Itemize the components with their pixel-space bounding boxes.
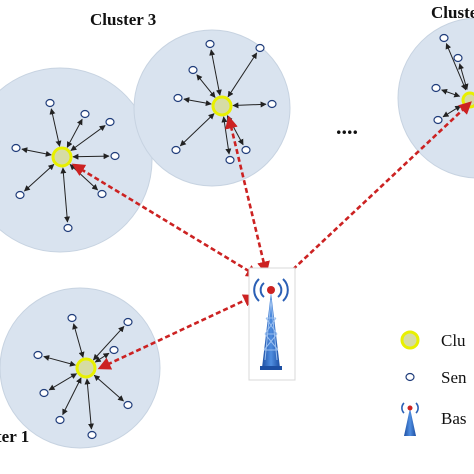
cluster-1	[0, 287, 161, 449]
sensor-node	[11, 143, 21, 153]
sensor-link	[441, 88, 461, 98]
sensor-link	[232, 101, 267, 109]
cluster-label: Cluster 3	[90, 10, 156, 29]
legend: Clu Sen Bas	[400, 330, 467, 436]
legend-label: Sen	[441, 368, 467, 387]
cluster-label: Cluster	[431, 3, 474, 22]
sensor-node	[267, 99, 277, 109]
sensor-node	[33, 350, 43, 360]
sensor-node	[67, 313, 77, 323]
sensor-link	[72, 323, 85, 358]
sensor-node	[97, 189, 107, 199]
sensor-node	[439, 33, 449, 43]
sensor-node	[453, 53, 463, 63]
cluster-head-icon	[400, 330, 420, 350]
sensor-link	[196, 74, 216, 98]
sensor-node	[431, 83, 441, 93]
base-station-icon	[401, 402, 419, 436]
legend-item-sensor: Sen	[405, 368, 467, 387]
sensor-link	[62, 377, 82, 416]
sensor-link	[179, 113, 215, 147]
legend-item-base-station: Bas	[401, 402, 467, 436]
sensor-node	[171, 145, 181, 155]
legend-item-cluster-head: Clu	[400, 330, 466, 350]
sensor-node	[45, 98, 55, 108]
sensor-link	[21, 147, 52, 157]
sensor-node	[105, 117, 115, 127]
link-cluster-3	[225, 115, 270, 275]
link-cluster-n	[286, 101, 472, 276]
sensor-link	[183, 97, 212, 107]
sensor-node	[80, 109, 90, 119]
sensor-link	[458, 63, 469, 91]
sensor-node	[39, 388, 49, 398]
legend-label: Bas	[441, 409, 467, 428]
sensor-node	[110, 151, 120, 161]
sensor-link	[24, 163, 55, 192]
base-station-links	[71, 101, 472, 370]
sensor-node	[433, 115, 443, 125]
sensor-node	[123, 317, 133, 327]
sensor-link	[72, 153, 110, 160]
cluster-4	[0, 67, 153, 253]
sensor-link	[442, 105, 462, 118]
cluster-n	[397, 17, 474, 179]
base-station-icon	[248, 267, 296, 381]
sensor-link	[93, 374, 124, 402]
cluster-head-node	[75, 357, 97, 379]
sensor-link	[43, 355, 76, 367]
sensor-node	[87, 430, 97, 440]
legend-label: Clu	[441, 331, 466, 350]
more-clusters-ellipsis: ....	[336, 114, 358, 139]
sensor-node	[188, 65, 198, 75]
sensor-node	[241, 145, 251, 155]
sensor-link	[49, 108, 62, 147]
sensor-node	[225, 155, 235, 165]
sensor-link	[66, 118, 83, 148]
cluster-3	[133, 29, 291, 187]
cluster-head-node	[51, 146, 73, 168]
cluster-label: ter 1	[0, 427, 29, 446]
sensor-node	[123, 400, 133, 410]
sensor-link	[60, 167, 71, 223]
sensor-node	[173, 93, 183, 103]
sensor-node-icon	[405, 372, 415, 382]
sensor-link	[227, 52, 258, 98]
link-cluster-1	[97, 294, 257, 370]
sensor-node	[109, 345, 119, 355]
cluster-head-node	[211, 95, 233, 117]
sensor-link	[209, 49, 222, 96]
sensor-node	[63, 223, 73, 233]
sensor-node	[15, 190, 25, 200]
cluster-region	[0, 67, 153, 253]
sensor-link	[84, 378, 94, 430]
sensor-node	[205, 39, 215, 49]
sensor-node	[55, 415, 65, 425]
sensor-node	[255, 43, 265, 53]
